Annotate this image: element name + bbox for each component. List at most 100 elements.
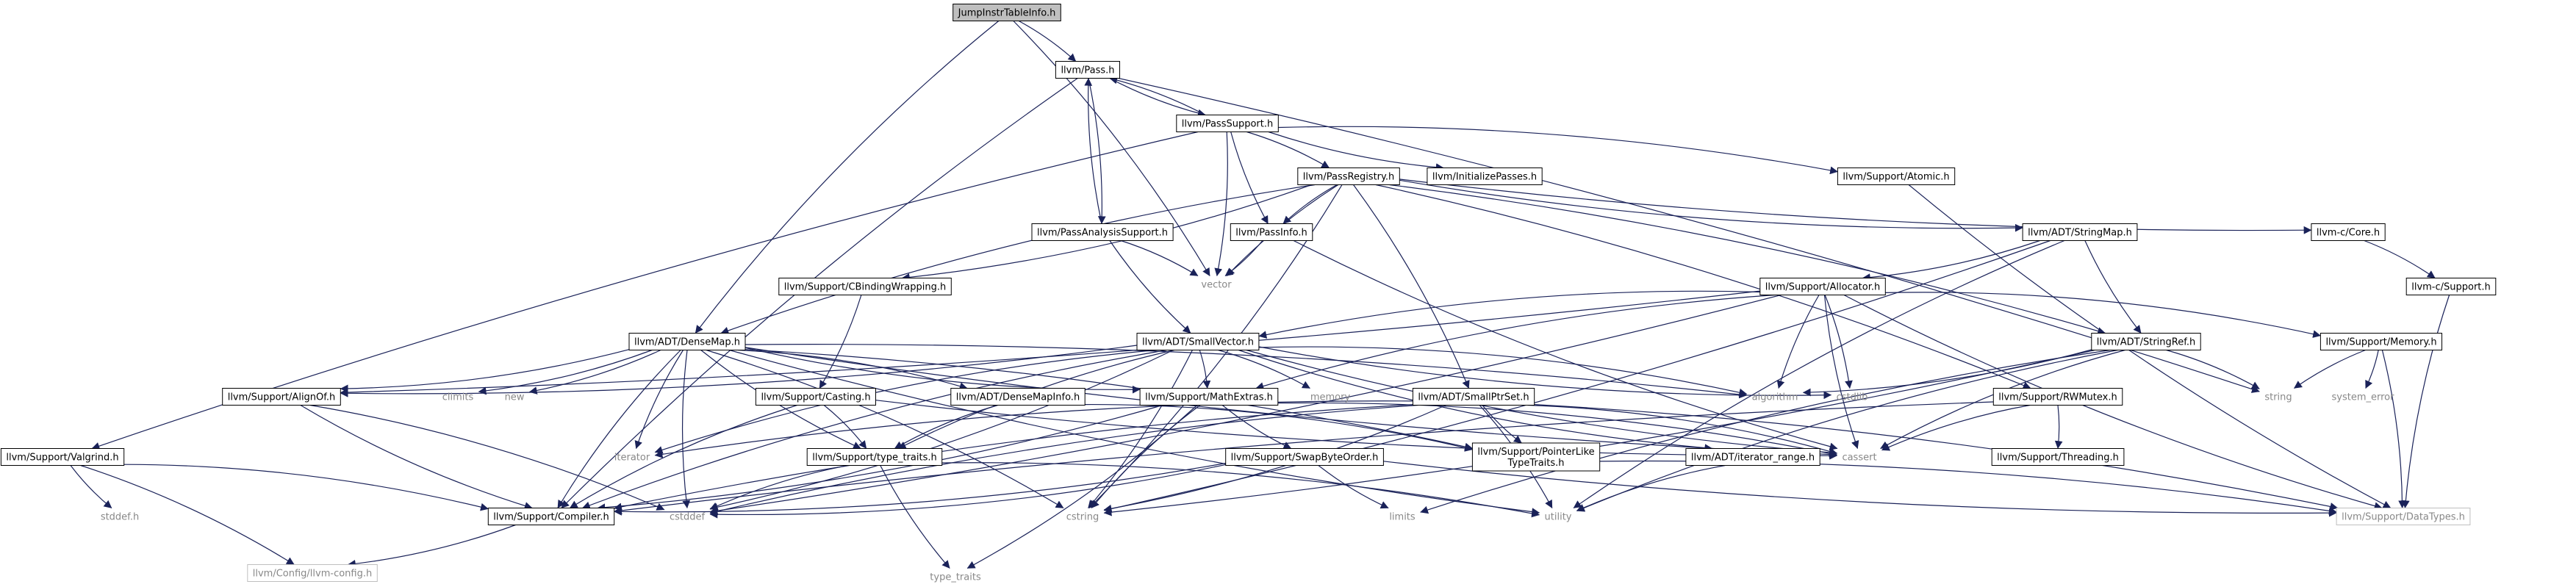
edge-mathextras-to-cstring (1091, 405, 1201, 508)
node-label-stringmap: llvm/ADT/StringMap.h (2028, 228, 2132, 239)
edge-stringref-to-cstring (1103, 349, 2095, 516)
node-csupport[interactable]: llvm-c/Support.h (2405, 278, 2497, 295)
node-passanalysis[interactable]: llvm/PassAnalysisSupport.h (1031, 223, 1174, 241)
edge-swapbyte-to-compiler (614, 462, 1226, 516)
node-casting[interactable]: llvm/Support/Casting.h (755, 388, 877, 406)
edge-stringref-to-string (2166, 349, 2260, 389)
node-label-rwmutex: llvm/Support/RWMutex.h (1998, 392, 2117, 403)
edge-allocator-to-datatypes (1843, 294, 2383, 510)
edge-mathextras-to-swapbyte (1221, 405, 1292, 450)
node-stringref[interactable]: llvm/ADT/StringRef.h (2091, 333, 2201, 350)
edge-jump-to-vector (1013, 21, 1210, 276)
node-valgrind[interactable]: llvm/Support/Valgrind.h (0, 448, 125, 466)
node-passinfo[interactable]: llvm/PassInfo.h (1230, 223, 1313, 241)
node-datatypes[interactable]: llvm/Support/DataTypes.h (2336, 508, 2471, 525)
edge-allocator-to-alignof (340, 290, 1760, 397)
node-cbinding[interactable]: llvm/Support/CBindingWrapping.h (778, 278, 952, 295)
node-threading[interactable]: llvm/Support/Threading.h (1991, 448, 2125, 466)
node-alignof[interactable]: llvm/Support/AlignOf.h (222, 388, 341, 406)
node-label-stringref: llvm/ADT/StringRef.h (2097, 337, 2195, 348)
node-label-casting: llvm/Support/Casting.h (761, 392, 870, 403)
edge-passsupport-to-pass (1109, 76, 1206, 116)
node-box-allocator (1759, 278, 1886, 295)
node-label-densemapinfo: llvm/ADT/DenseMapInfo.h (956, 392, 1080, 403)
node-stringmap[interactable]: llvm/ADT/StringMap.h (2022, 223, 2138, 241)
node-box-stringref (2091, 333, 2201, 350)
edge-densemap-to-algorithm (745, 344, 1748, 399)
edge-smallvector-to-cstddef (709, 349, 1174, 511)
node-memory[interactable]: llvm/Support/Memory.h (2320, 333, 2442, 350)
edge-alignof-to-compiler (300, 404, 533, 510)
node-box-swapbyte (1225, 448, 1384, 466)
edge-smallptrset-to-cassert (1527, 404, 1837, 455)
node-label-new: new (505, 392, 525, 403)
node-passsupport[interactable]: llvm/PassSupport.h (1176, 115, 1279, 132)
edge-jump-to-densemap (695, 21, 1000, 334)
edge-typetraits-to-type_traits (880, 465, 950, 569)
node-typetraits[interactable]: llvm/Support/type_traits.h (806, 448, 943, 466)
node-box-compiler (487, 508, 615, 525)
node-pass[interactable]: llvm/Pass.h (1055, 61, 1121, 79)
node-label-cstdlib: cstdlib (1837, 392, 1868, 403)
node-smallvector[interactable]: llvm/ADT/SmallVector.h (1136, 333, 1260, 350)
node-allocator[interactable]: llvm/Support/Allocator.h (1759, 278, 1886, 295)
edge-smallvector-to-cstdlib (1258, 346, 1832, 400)
node-jump[interactable]: JumpInstrTableInfo.h (952, 4, 1061, 21)
node-label-limits: limits (1389, 512, 1416, 523)
edge-rwmutex-to-cassert (1881, 404, 2031, 451)
edge-core-to-csupport (2364, 240, 2436, 278)
node-label-passinfo: llvm/PassInfo.h (1235, 228, 1307, 239)
node-iterrange[interactable]: llvm/ADT/iterator_range.h (1685, 448, 1820, 466)
edge-stringmap-to-utility (1573, 240, 2065, 508)
node-box-jump (952, 4, 1061, 21)
edge-smallptrset-to-compiler (614, 404, 1413, 511)
node-label-cassert: cassert (1842, 453, 1876, 464)
edge-valgrind-to-compiler (123, 464, 489, 511)
node-densemapinfo[interactable]: llvm/ADT/DenseMapInfo.h (950, 388, 1086, 406)
edge-jump-to-pass (1018, 20, 1077, 62)
node-box-llvmconfig (247, 564, 378, 582)
node-compiler[interactable]: llvm/Support/Compiler.h (487, 508, 615, 525)
edge-atomic-to-datatypes (1908, 184, 2392, 509)
node-core[interactable]: llvm-c/Core.h (2311, 223, 2386, 241)
node-label-utility: utility (1545, 512, 1572, 523)
edge-stringref-to-limits (1420, 349, 2111, 514)
node-atomic[interactable]: llvm/Support/Atomic.h (1837, 168, 1956, 185)
node-label-densemap: llvm/ADT/DenseMap.h (634, 337, 740, 348)
node-swapbyte[interactable]: llvm/Support/SwapByteOrder.h (1225, 448, 1384, 466)
edge-passregistry-to-stringmap (1399, 179, 2023, 232)
node-smallptrset[interactable]: llvm/ADT/SmallPtrSet.h (1412, 388, 1535, 406)
edge-mathextras-to-compiler (597, 404, 1163, 512)
node-mathextras[interactable]: llvm/Support/MathExtras.h (1139, 388, 1279, 406)
node-box-alignof (222, 388, 341, 406)
edge-passinfo-to-vector (1224, 240, 1263, 276)
node-label-jump: JumpInstrTableInfo.h (958, 8, 1056, 19)
edge-typetraits-to-cstddef (709, 464, 848, 510)
edge-casting-to-typetraits (823, 405, 867, 449)
node-label-allocator: llvm/Support/Allocator.h (1765, 282, 1881, 293)
node-new: new (505, 392, 525, 403)
edge-swapbyte-to-limits (1318, 465, 1389, 509)
edge-passanalysis-to-pass (1084, 77, 1102, 224)
node-rwmutex[interactable]: llvm/Support/RWMutex.h (1992, 388, 2123, 406)
edge-stringmap-to-allocator (1862, 240, 2040, 281)
edge-passregistry-to-cbinding (901, 184, 1312, 281)
node-box-passsupport (1176, 115, 1279, 132)
node-box-core (2311, 223, 2386, 241)
node-label-climits: climits (442, 392, 474, 403)
node-label-stddef: stddef.h (101, 512, 139, 523)
edge-allocator-to-algorithm (1776, 295, 1820, 389)
node-box-cbinding (778, 278, 952, 295)
node-initpasses[interactable]: llvm/InitializePasses.h (1427, 168, 1543, 185)
node-densemap[interactable]: llvm/ADT/DenseMap.h (628, 333, 746, 350)
edge-densemap-to-climits (478, 349, 653, 395)
node-label-initpasses: llvm/InitializePasses.h (1432, 172, 1537, 183)
node-passregistry[interactable]: llvm/PassRegistry.h (1297, 168, 1400, 185)
node-limits: limits (1389, 512, 1416, 523)
node-cstring: cstring (1066, 512, 1099, 523)
edge-allocator-to-smallvector (1258, 290, 1760, 339)
node-llvmconfig[interactable]: llvm/Config/llvm-config.h (247, 564, 378, 582)
edge-smallvector-to-memory_h (1218, 349, 1310, 389)
